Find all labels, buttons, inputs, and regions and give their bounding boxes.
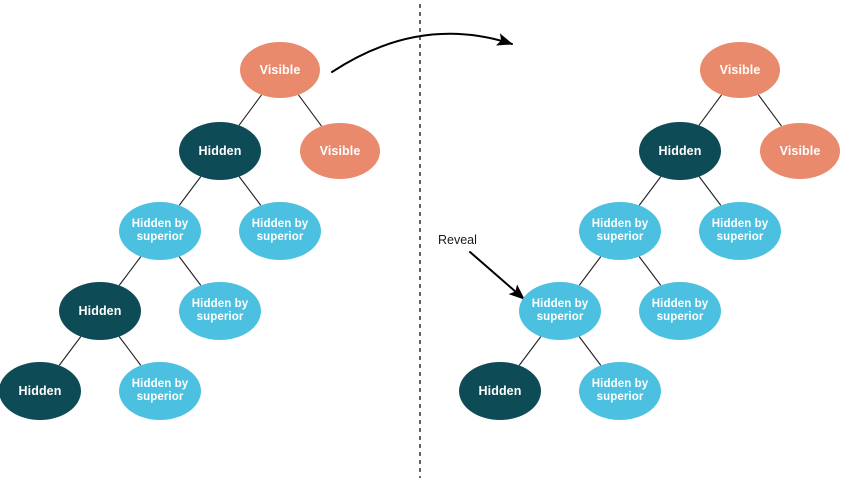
node-hbs-level4-right[interactable]: Hidden by superior	[179, 282, 261, 340]
tree-edge	[518, 336, 542, 366]
node-hbs-level3-left[interactable]: Hidden by superior	[579, 202, 661, 260]
node-label: Hidden by superior	[591, 378, 649, 403]
tree-edge	[297, 94, 323, 127]
node-hidden-level2[interactable]: Hidden	[639, 122, 721, 180]
node-revealed-hbs-level4[interactable]: Hidden by superior	[519, 282, 601, 340]
reveal-annotation	[469, 251, 525, 300]
node-label: Hidden by superior	[531, 298, 589, 323]
node-label: Hidden	[478, 384, 522, 398]
node-hbs-level3-right[interactable]: Hidden by superior	[239, 202, 321, 260]
tree-edge	[178, 256, 202, 286]
tree-edge	[118, 256, 142, 286]
tree-edge	[118, 336, 142, 366]
node-hidden-level5[interactable]: Hidden	[0, 362, 81, 420]
node-label: Hidden	[78, 304, 122, 318]
transform-curved-arrow	[331, 32, 514, 73]
node-hbs-level3-left[interactable]: Hidden by superior	[119, 202, 201, 260]
tree-edge	[698, 176, 722, 206]
node-label: Visible	[319, 144, 361, 158]
tree-edge	[578, 256, 602, 286]
node-hidden-level5[interactable]: Hidden	[459, 362, 541, 420]
node-hbs-level4-right[interactable]: Hidden by superior	[639, 282, 721, 340]
node-label: Visible	[779, 144, 821, 158]
node-hidden-level4[interactable]: Hidden	[59, 282, 141, 340]
tree-edge	[578, 336, 602, 366]
node-hbs-level5-right[interactable]: Hidden by superior	[579, 362, 661, 420]
tree-edge	[238, 94, 263, 126]
node-visible-level2-right[interactable]: Visible	[760, 123, 840, 179]
tree-edge	[238, 176, 262, 206]
node-label: Hidden by superior	[591, 218, 649, 243]
tree-edge	[698, 94, 723, 126]
node-label: Visible	[719, 63, 761, 77]
node-hbs-level5-right[interactable]: Hidden by superior	[119, 362, 201, 420]
node-label: Hidden by superior	[191, 298, 249, 323]
node-hbs-level3-right[interactable]: Hidden by superior	[699, 202, 781, 260]
node-label: Hidden	[18, 384, 62, 398]
node-hidden-level2[interactable]: Hidden	[179, 122, 261, 180]
tree-edge	[638, 176, 662, 206]
tree-edge	[757, 94, 783, 127]
node-label: Hidden by superior	[131, 378, 189, 403]
node-label: Hidden	[198, 144, 242, 158]
node-label: Hidden	[658, 144, 702, 158]
node-label: Hidden by superior	[711, 218, 769, 243]
node-label: Hidden by superior	[251, 218, 309, 243]
node-root-visible[interactable]: Visible	[240, 42, 320, 98]
node-label: Hidden by superior	[131, 218, 189, 243]
tree-edge	[58, 336, 82, 366]
reveal-annotation-label: Reveal	[438, 233, 477, 247]
node-visible-level2-right[interactable]: Visible	[300, 123, 380, 179]
tree-edge	[178, 176, 202, 206]
node-label: Hidden by superior	[651, 298, 709, 323]
tree-edge	[638, 256, 662, 286]
node-label: Visible	[259, 63, 301, 77]
node-root-visible[interactable]: Visible	[700, 42, 780, 98]
